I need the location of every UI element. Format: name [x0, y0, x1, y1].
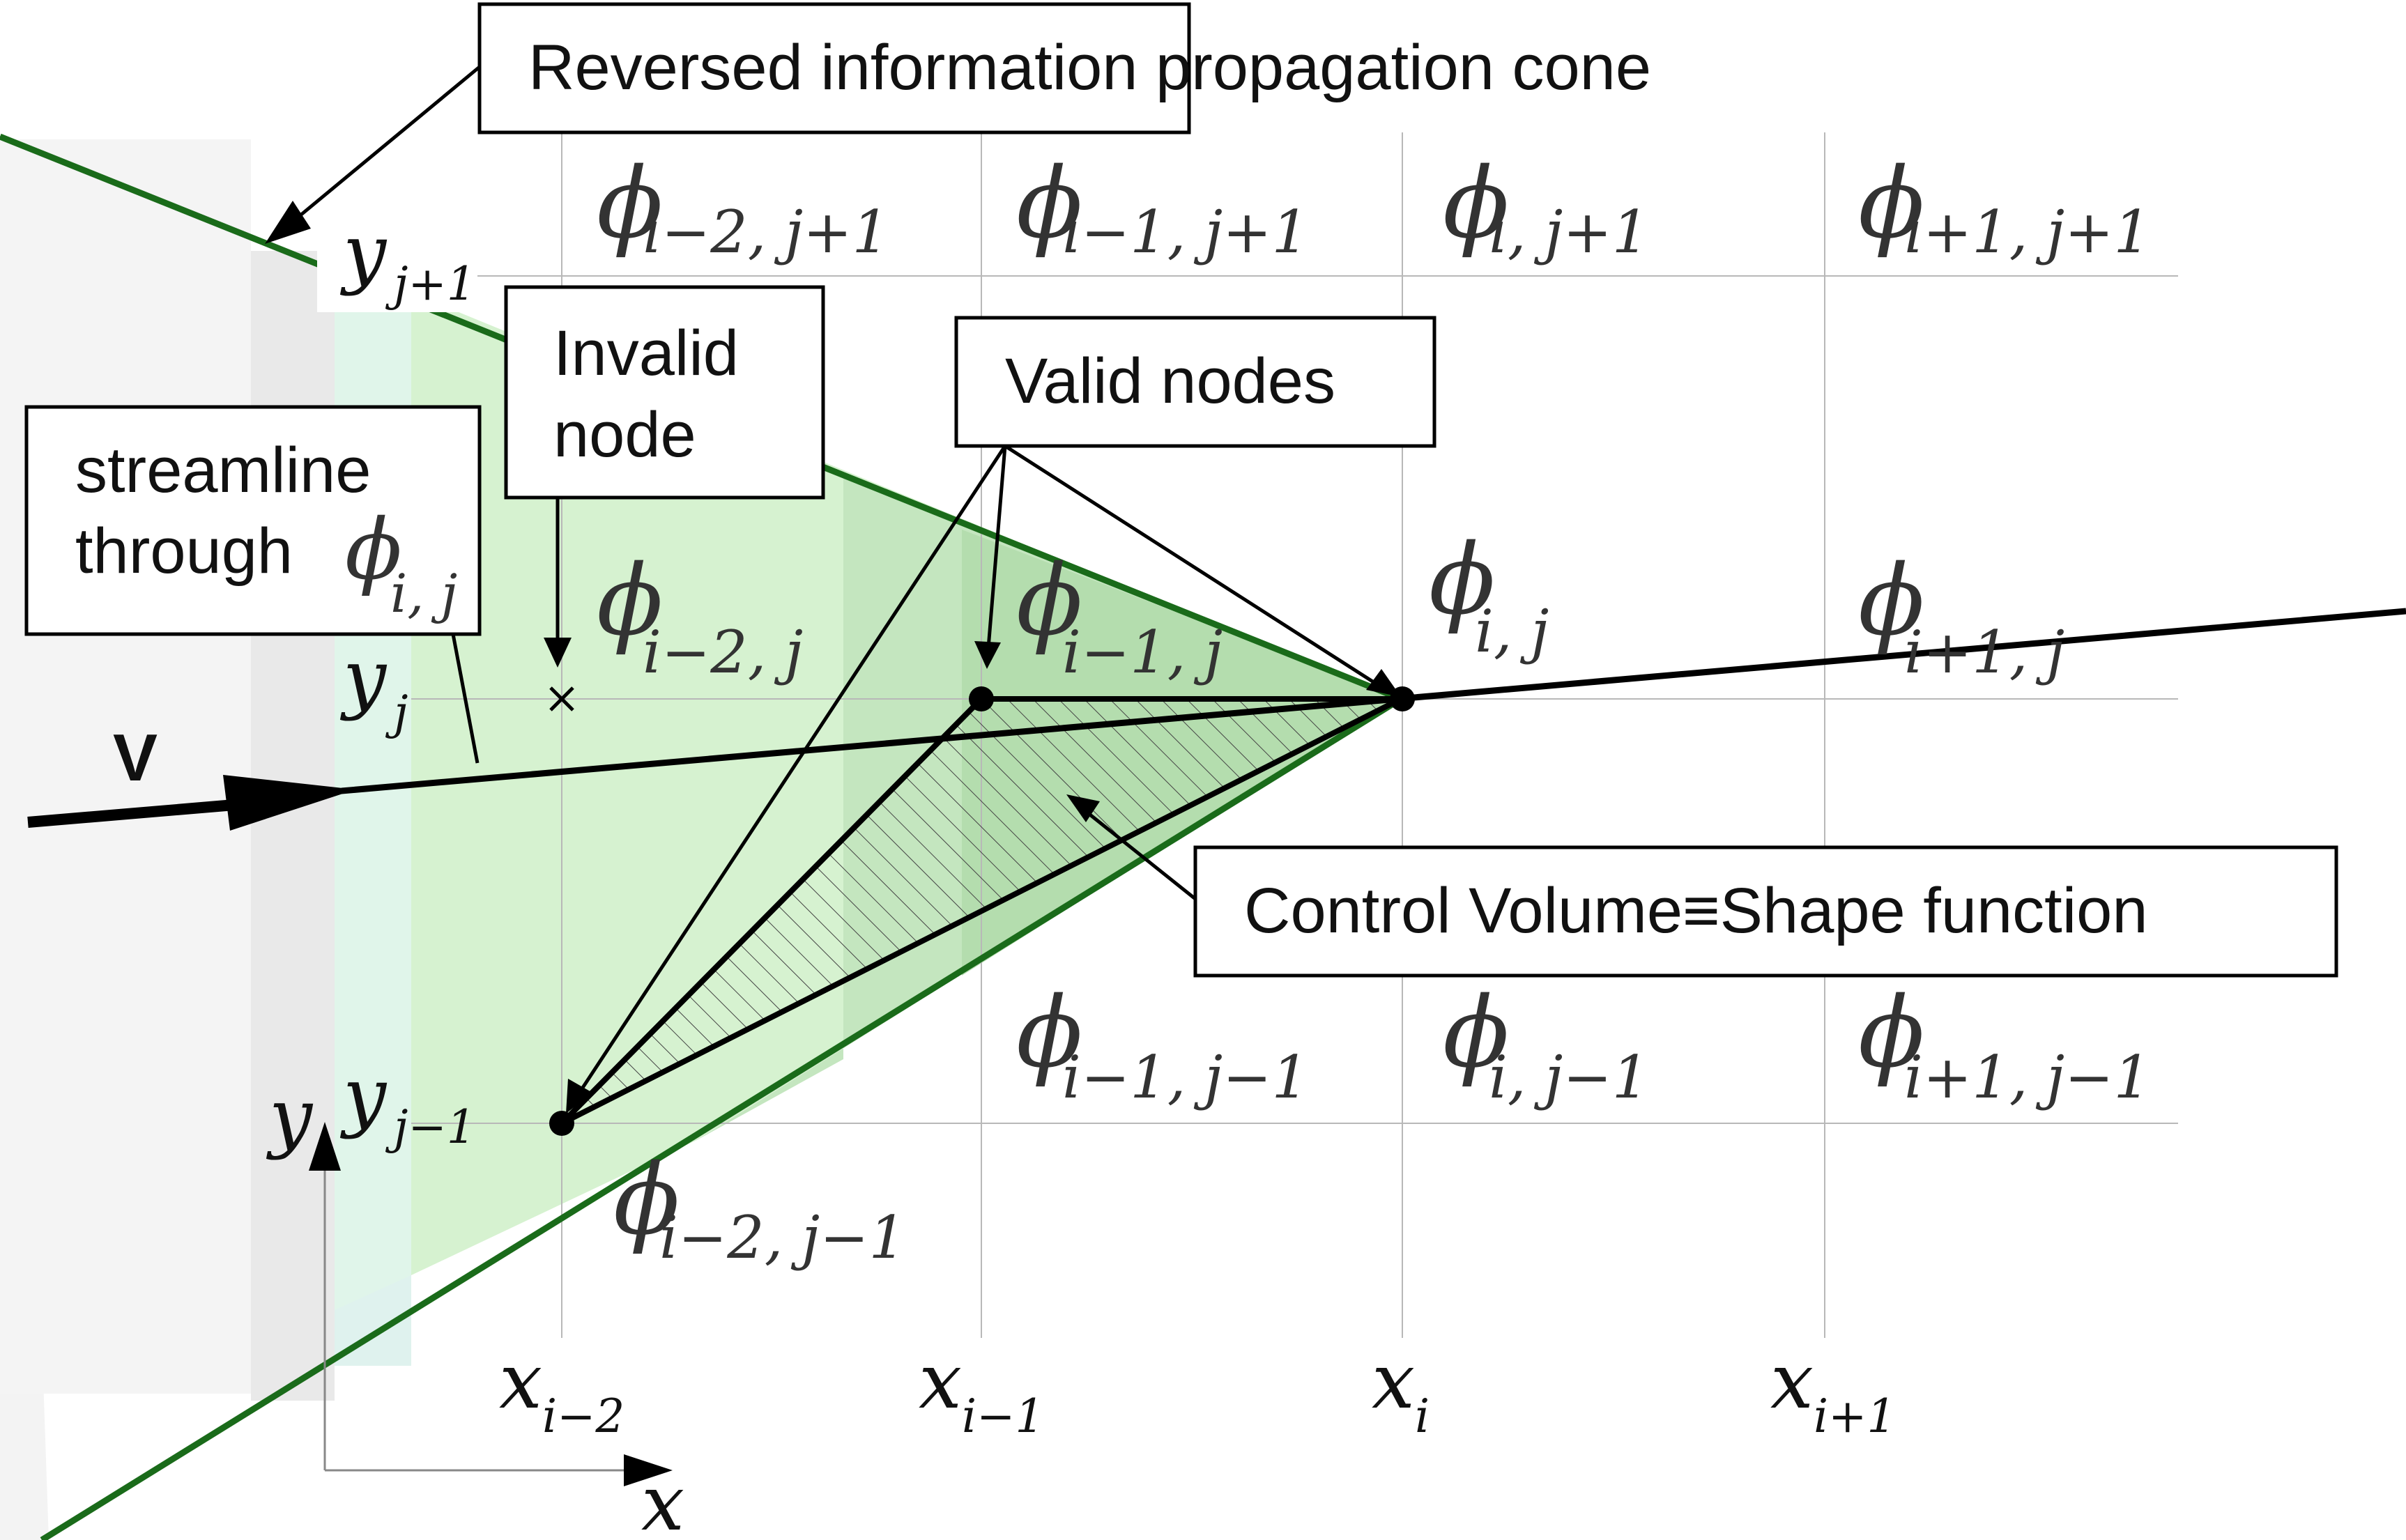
svg-text:ϕ: ϕ	[1858, 544, 1924, 658]
velocity-arrowhead	[223, 775, 355, 831]
svg-text:i, j: i, j	[1475, 597, 1549, 665]
phi-r3c3: ϕi+1, j−1	[1858, 976, 2151, 1111]
svg-text:x: x	[499, 1337, 542, 1426]
valid-nodes-callout: Valid nodes	[954, 316, 1436, 448]
svg-text:ϕ: ϕ	[1858, 976, 1924, 1090]
svg-text:i−1, j−1: i−1, j−1	[1062, 1043, 1309, 1111]
svg-text:Valid nodes: Valid nodes	[1005, 346, 1335, 417]
svg-text:i: i	[1415, 1389, 1430, 1443]
svg-text:i, j−1: i, j−1	[1489, 1043, 1649, 1111]
phi-r2c1: ϕi−1, j	[1016, 544, 1223, 686]
node-valid-i-1-j	[969, 686, 994, 711]
svg-text:x: x	[1770, 1337, 1814, 1426]
svg-text:ϕ: ϕ	[1858, 147, 1924, 261]
svg-text:i+1, j: i+1, j	[1904, 618, 2064, 686]
svg-text:node: node	[553, 399, 696, 470]
svg-text:i−1, j: i−1, j	[1062, 618, 1223, 686]
svg-text:ϕ: ϕ	[345, 502, 402, 599]
cv-edge-left	[560, 697, 983, 1125]
x-axis-label: x	[641, 1458, 684, 1540]
svg-text:i−2, j−1: i−2, j−1	[659, 1203, 906, 1272]
cone-lower-edge	[40, 696, 1403, 1540]
svg-text:y: y	[339, 1051, 388, 1140]
svg-text:i+1, j+1: i+1, j+1	[1904, 198, 2151, 266]
svg-text:ϕ: ϕ	[1443, 976, 1509, 1090]
svg-text:i−2: i−2	[542, 1389, 625, 1443]
svg-text:ϕ: ϕ	[1016, 544, 1082, 658]
phi-r1c1: ϕi−1, j+1	[1016, 147, 1309, 266]
svg-text:ϕ: ϕ	[597, 544, 663, 658]
svg-text:x: x	[1372, 1337, 1415, 1426]
svg-text:ϕ: ϕ	[597, 147, 663, 261]
streamline	[341, 608, 2406, 794]
invalid-node-callout: Invalid node	[504, 285, 825, 500]
svg-text:ϕ: ϕ	[1443, 147, 1509, 261]
phi-r1c3: ϕi+1, j+1	[1858, 147, 2151, 266]
streamline-callout: streamline through ϕ i, j	[24, 405, 482, 636]
velocity-label: V	[113, 721, 158, 795]
node-invalid-x-mark	[549, 686, 574, 711]
phi-r1c2: ϕi, j+1	[1443, 147, 1649, 266]
svg-text:Control Volume≡Shape function: Control Volume≡Shape function	[1244, 875, 2148, 946]
node-valid-i-2-j-1	[549, 1111, 574, 1136]
upstream-band-gray	[0, 139, 251, 1394]
svg-text:streamline: streamline	[75, 435, 371, 506]
svg-text:i−2, j+1: i−2, j+1	[643, 198, 889, 266]
svg-text:i−1, j+1: i−1, j+1	[1062, 198, 1309, 266]
svg-text:y: y	[339, 208, 388, 297]
y-axis-label: y	[266, 1072, 314, 1161]
phi-r2c2: ϕi, j	[1429, 523, 1549, 665]
svg-text:through: through	[75, 516, 293, 587]
svg-text:i+1: i+1	[1814, 1389, 1896, 1443]
callout-pointers	[291, 66, 1385, 1095]
svg-text:i+1, j−1: i+1, j−1	[1904, 1043, 2151, 1111]
phi-r3c2: ϕi, j−1	[1443, 976, 1649, 1111]
x-axis-arrowhead	[624, 1454, 673, 1486]
phi-labels: ϕi−2, j+1 ϕi−1, j+1 ϕi, j+1 ϕi+1, j+1 ϕi…	[597, 147, 2151, 1272]
svg-text:ϕ: ϕ	[613, 1144, 680, 1257]
phi-r3c0: ϕi−2, j−1	[613, 1144, 906, 1272]
svg-text:j+1: j+1	[385, 257, 476, 311]
svg-text:i−1: i−1	[962, 1389, 1044, 1443]
svg-text:i−2, j: i−2, j	[643, 618, 803, 686]
phi-r2c0: ϕi−2, j	[597, 544, 803, 686]
svg-text:Invalid: Invalid	[553, 318, 739, 389]
svg-text:j−1: j−1	[385, 1100, 476, 1154]
phi-r2c3: ϕi+1, j	[1858, 544, 2064, 686]
svg-text:Reversed information propagati: Reversed information propagation cone	[528, 32, 1651, 103]
svg-text:ϕ: ϕ	[1016, 976, 1082, 1090]
y-axis-arrowhead	[309, 1122, 341, 1171]
axes-indicator: y x	[266, 1072, 684, 1540]
callout-arrowheads	[265, 201, 1401, 1114]
phi-r3c1: ϕi−1, j−1	[1016, 976, 1309, 1111]
svg-text:y: y	[339, 633, 388, 722]
cone-callout: Reversed information propagation cone	[477, 2, 1651, 134]
phi-r1c0: ϕi−2, j+1	[597, 147, 889, 266]
svg-text:i, j+1: i, j+1	[1489, 198, 1649, 266]
svg-text:ϕ: ϕ	[1016, 147, 1082, 261]
control-volume-callout: Control Volume≡Shape function	[1193, 845, 2338, 978]
svg-text:x: x	[919, 1337, 962, 1426]
velocity-tail	[27, 798, 252, 828]
svg-text:ϕ: ϕ	[1429, 523, 1495, 637]
svg-text:i, j: i, j	[390, 562, 457, 624]
